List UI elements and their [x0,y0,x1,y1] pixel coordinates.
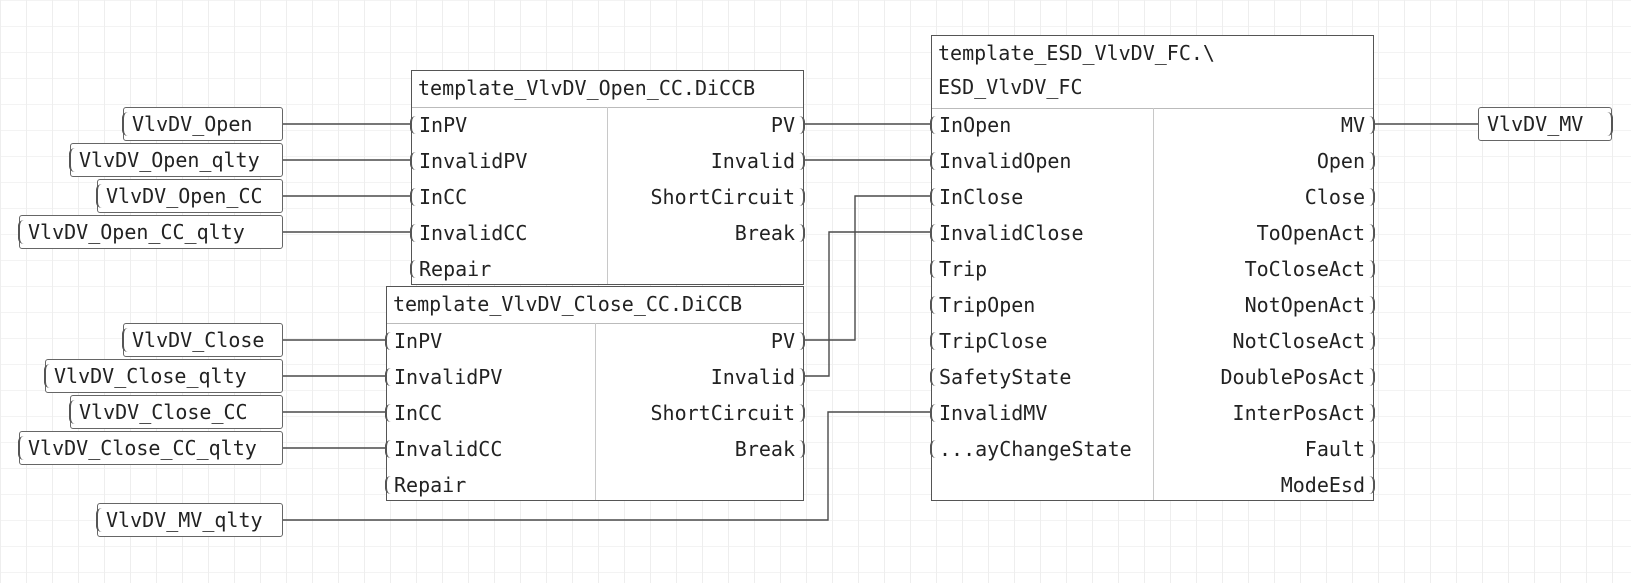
port-out-close[interactable]: Close [1305,180,1376,214]
block-close-diccb[interactable]: template_VlvDV_Close_CC.DiCCB InPV Inval… [384,286,806,502]
block-title: template_ESD_VlvDV_FC.\ ESD_VlvDV_FC [932,36,1373,109]
tag-label: VlvDV_Close_qlty [54,364,247,388]
tag-vlvdv-close-cc-qlty[interactable]: VlvDV_Close_CC_qlty [18,431,283,465]
port-in-repair[interactable]: Repair [409,252,491,286]
wire-close-pv-to-inclose [803,195,933,341]
port-in-maychangestate[interactable]: ...ayChangeState [930,432,1132,466]
port-out-tocloseact[interactable]: ToCloseAct [1245,252,1376,286]
port-in-invalidpv[interactable]: InvalidPV [409,144,527,178]
block-open-diccb[interactable]: template_VlvDV_Open_CC.DiCCB InPV Invali… [409,70,806,286]
port-out-shortcircuit[interactable]: ShortCircuit [651,180,805,214]
tag-vlvdv-mv-qlty[interactable]: VlvDV_MV_qlty [96,503,283,537]
port-out-break[interactable]: Break [735,216,806,250]
port-in-inpv[interactable]: InPV [384,324,442,358]
port-in-invalidcc[interactable]: InvalidCC [384,432,502,466]
port-in-trip[interactable]: Trip [929,252,987,286]
port-out-break[interactable]: Break [735,432,806,466]
port-in-invalidcc[interactable]: InvalidCC [409,216,527,250]
port-in-incc[interactable]: InCC [384,396,442,430]
tag-vlvdv-close[interactable]: VlvDV_Close [122,323,283,357]
port-out-interposact[interactable]: InterPosAct [1233,396,1376,430]
wire-close-invalid-to-invalidclose [803,231,933,377]
tag-label: VlvDV_Open_qlty [79,148,260,172]
port-out-notcloseact[interactable]: NotCloseAct [1233,324,1376,358]
block-esd-vlvdv-fc[interactable]: template_ESD_VlvDV_FC.\ ESD_VlvDV_FC InO… [929,35,1376,502]
block-divider [595,323,596,500]
block-title: template_VlvDV_Close_CC.DiCCB [387,287,803,324]
tag-label: VlvDV_MV_qlty [106,508,263,532]
tag-vlvdv-close-qlty[interactable]: VlvDV_Close_qlty [44,359,283,393]
port-in-inopen[interactable]: InOpen [929,108,1011,142]
port-out-modeesd[interactable]: ModeEsd [1281,468,1376,502]
tag-label: VlvDV_Close [132,328,265,352]
tag-vlvdv-mv[interactable]: VlvDV_MV [1478,107,1613,141]
port-out-notopenact[interactable]: NotOpenAct [1245,288,1376,322]
tag-label: VlvDV_Close_CC [79,400,248,424]
tag-vlvdv-close-cc[interactable]: VlvDV_Close_CC [69,395,283,429]
port-in-invalidopen[interactable]: InvalidOpen [929,144,1071,178]
block-divider [607,107,608,284]
tag-vlvdv-open[interactable]: VlvDV_Open [122,107,283,141]
port-in-inpv[interactable]: InPV [409,108,467,142]
block-divider [1153,108,1154,500]
port-out-toopenact[interactable]: ToOpenAct [1257,216,1376,250]
port-in-incc[interactable]: InCC [409,180,467,214]
port-out-doubleposact[interactable]: DoublePosAct [1221,360,1375,394]
wire-mv-qlty-to-invalidmv [280,411,933,521]
block-title-text: template_VlvDV_Close_CC.DiCCB [393,292,743,316]
port-out-invalid[interactable]: Invalid [711,360,806,394]
tag-vlvdv-open-qlty[interactable]: VlvDV_Open_qlty [69,143,283,177]
block-title-line1: template_ESD_VlvDV_FC.\ [938,41,1215,65]
tag-label: VlvDV_Open [132,112,253,136]
port-out-pv[interactable]: PV [771,324,806,358]
port-in-safetystate[interactable]: SafetyState [929,360,1071,394]
block-title-line2: ESD_VlvDV_FC [938,75,1083,99]
port-out-mv[interactable]: MV [1341,108,1376,142]
tag-label: VlvDV_Close_CC_qlty [28,436,257,460]
port-in-tripopen[interactable]: TripOpen [929,288,1035,322]
port-out-shortcircuit[interactable]: ShortCircuit [651,396,805,430]
port-in-invalidmv[interactable]: InvalidMV [929,396,1047,430]
port-in-invalidpv[interactable]: InvalidPV [384,360,502,394]
tag-label: VlvDV_Open_CC_qlty [28,220,245,244]
port-out-open[interactable]: Open [1317,144,1376,178]
port-in-repair[interactable]: Repair [384,468,466,502]
port-out-invalid[interactable]: Invalid [711,144,806,178]
tag-vlvdv-open-cc-qlty[interactable]: VlvDV_Open_CC_qlty [18,215,283,249]
port-in-invalidclose[interactable]: InvalidClose [930,216,1084,250]
block-title-text: template_VlvDV_Open_CC.DiCCB [418,76,756,100]
tag-vlvdv-open-cc[interactable]: VlvDV_Open_CC [96,179,283,213]
port-in-inclose[interactable]: InClose [929,180,1023,214]
port-out-fault[interactable]: Fault [1305,432,1376,466]
block-title: template_VlvDV_Open_CC.DiCCB [412,71,803,108]
tag-label: VlvDV_MV [1487,112,1584,136]
port-in-tripclose[interactable]: TripClose [929,324,1047,358]
port-out-pv[interactable]: PV [771,108,806,142]
tag-label: VlvDV_Open_CC [106,184,263,208]
